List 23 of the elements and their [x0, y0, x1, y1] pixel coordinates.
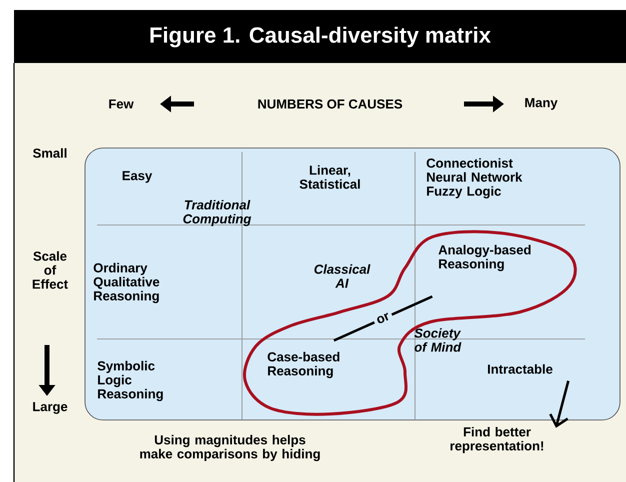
label-text: Small — [33, 148, 66, 158]
node-text: Find better representation! — [450, 426, 544, 454]
edge-label: or — [372, 308, 394, 328]
label-text: Symbolic Logic Reasoning — [98, 360, 163, 402]
node-text: Case-based Reasoning — [268, 352, 340, 378]
connector-line — [549, 380, 570, 428]
node-text: Analogy-based Reasoning — [438, 244, 531, 272]
label-text: NUMBERS OF CAUSES — [258, 99, 402, 109]
label-text: Linear, Statistical — [300, 165, 360, 189]
label-text: Ordinary Qualitative Reasoning — [94, 262, 160, 304]
node-text: Intractable — [488, 364, 552, 374]
label-text: Easy — [122, 171, 152, 183]
label-text: Scale of Effect — [32, 251, 68, 289]
label-text: Few — [109, 99, 134, 109]
title-band: Figure 1. Causal-diversity matrix — [14, 10, 626, 63]
label-text: Connectionist Neural Network Fuzzy Logic — [426, 158, 522, 198]
connector-line — [333, 295, 433, 342]
label-text: Large — [33, 402, 68, 414]
label-text: Society of Mind — [414, 328, 462, 352]
label-text: Traditional Computing — [183, 200, 252, 226]
label-text: Many — [525, 98, 558, 110]
label-text: Using magnitudes helps make comparisons by hiding — [140, 434, 320, 462]
label-text: Classical AI — [314, 264, 370, 288]
